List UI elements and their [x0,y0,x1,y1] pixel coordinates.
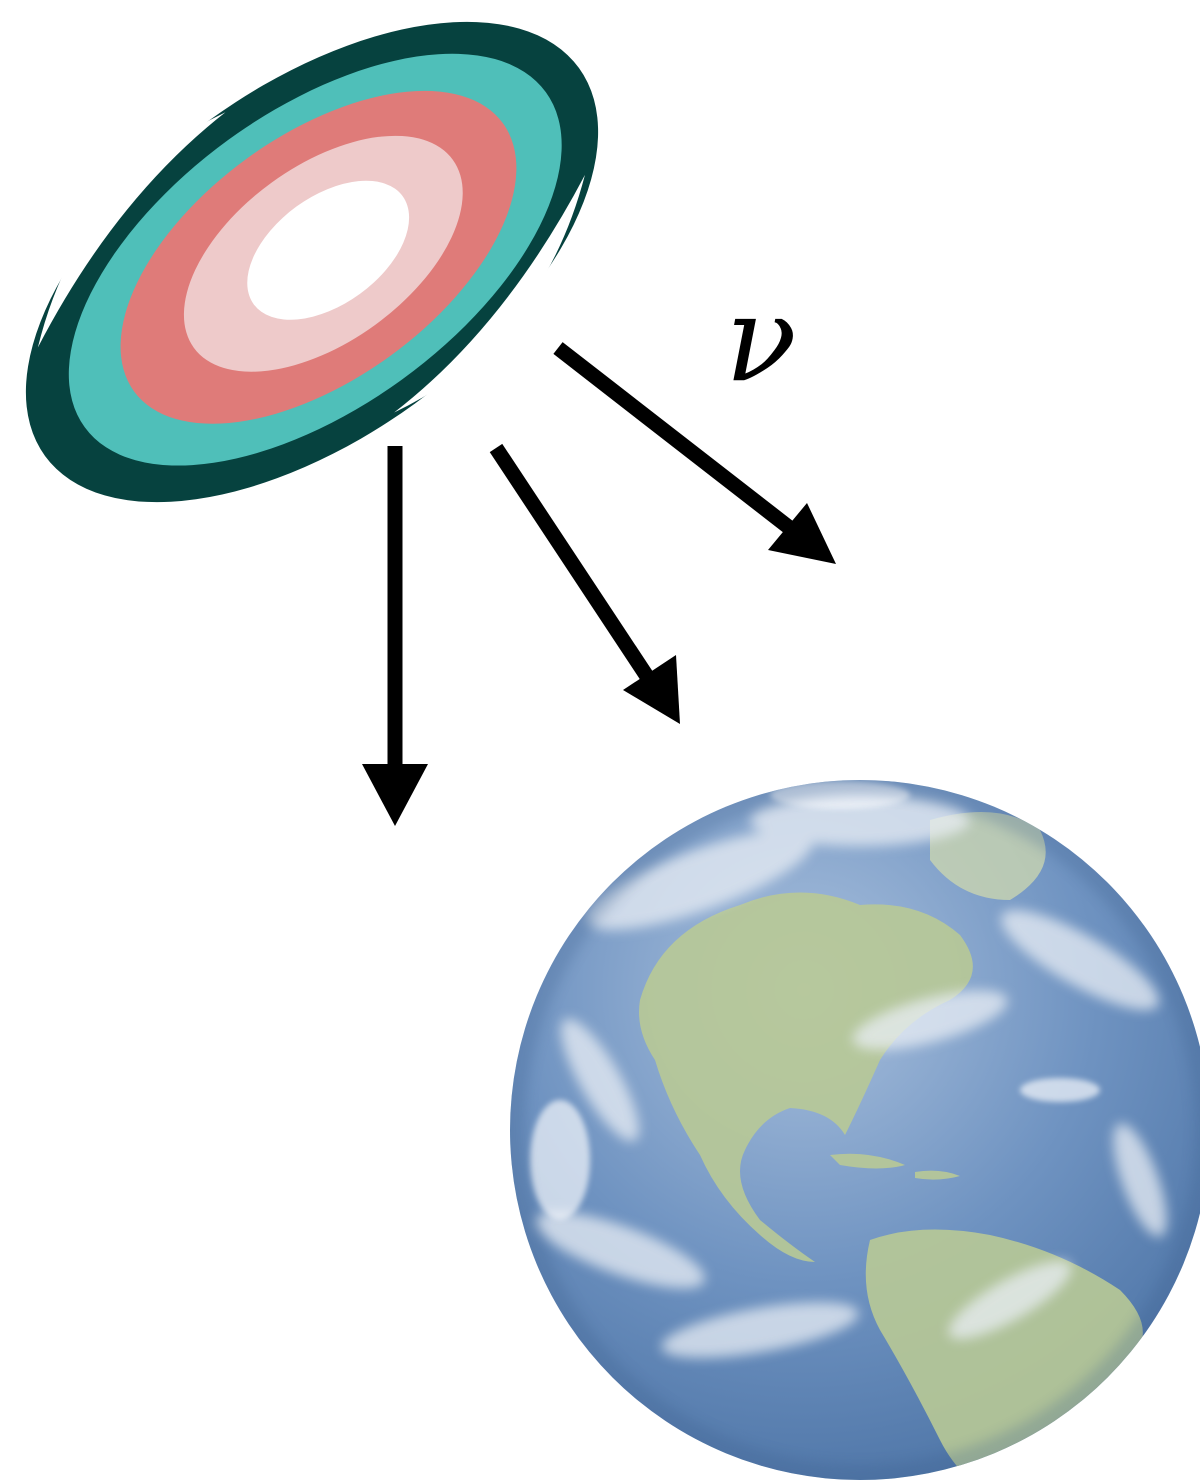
arrow-vertical [362,446,428,826]
galaxy-icon [0,0,683,599]
neutrino-arrows [362,348,836,826]
arrow-diagonal-middle [496,448,680,724]
earth-icon [510,780,1200,1484]
neutrino-symbol-label: ν [725,270,797,408]
